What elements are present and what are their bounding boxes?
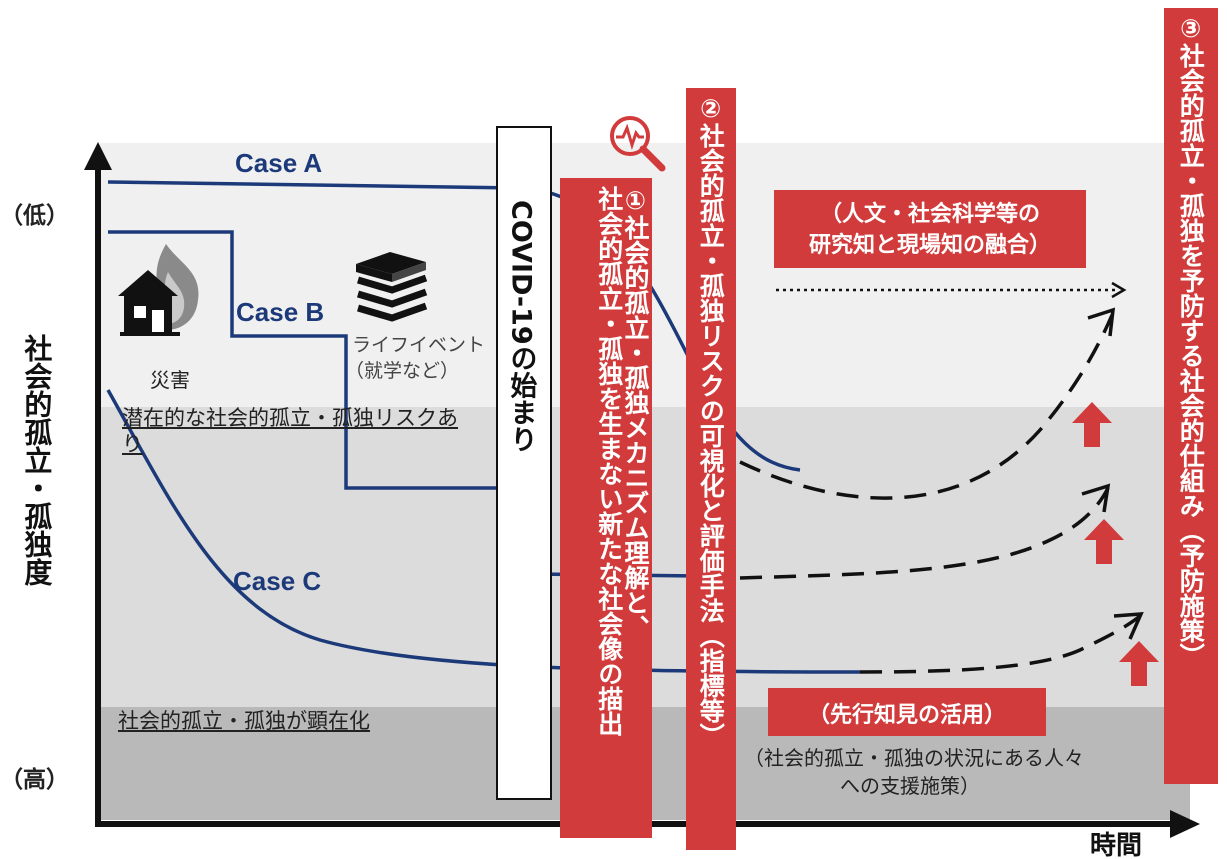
- covid-box: COVID-19の始まり: [496, 126, 552, 800]
- up-arrow-icon: [1084, 519, 1124, 564]
- projection-c: [859, 614, 1142, 674]
- support-caption-2: への支援施策）: [840, 774, 980, 798]
- life-event-label-2: （就学など）: [345, 360, 460, 382]
- disaster-label: 災害: [150, 368, 190, 392]
- prior-knowledge-box: （先行知見の活用）: [768, 688, 1046, 736]
- pillar-2: ②社会的孤立・孤独リスクの可視化と評価手法（指標等）: [686, 88, 736, 850]
- y-axis-title: 社会的孤立・孤独度: [20, 334, 54, 586]
- fusion-line-1: （人文・社会科学等の: [819, 202, 1040, 227]
- y-high-label: （高）: [0, 767, 69, 793]
- search-pulse-icon: [610, 116, 666, 172]
- fusion-dotted-head: [1111, 281, 1127, 299]
- fusion-line-2: 研究知と現場知の融合）: [808, 232, 1051, 258]
- house-fire-icon: [118, 244, 199, 336]
- up-arrow-icon: [1072, 402, 1112, 447]
- projection-a-head: [1087, 307, 1116, 337]
- projection-a: [739, 314, 1114, 500]
- pillar-1-line1: ①社会的孤立・孤独メカニズム理解と、: [621, 186, 650, 640]
- books-icon: [356, 252, 428, 322]
- y-low-label: （低）: [0, 203, 69, 229]
- case-c-label: Case C: [233, 566, 322, 596]
- pillar-1-line2: 社会的孤立・孤独を生まない新たな社会像の描出: [594, 186, 624, 736]
- case-a-label: Case A: [235, 148, 323, 178]
- support-caption-1: （社会的孤立・孤独の状況にある人々: [744, 746, 1084, 770]
- projection-c-head: [1113, 612, 1144, 640]
- case-b-label: Case B: [236, 297, 325, 327]
- projection-b: [739, 487, 1110, 580]
- case-c-line: [106, 389, 861, 674]
- x-axis-arrow: [1170, 810, 1200, 838]
- pillar-3-text: ③社会的孤立・孤独を予防する社会的仕組み（予防施策）: [1176, 14, 1206, 668]
- pillar-3: ③社会的孤立・孤独を予防する社会的仕組み（予防施策）: [1164, 8, 1218, 784]
- zone-manifest-label: 社会的孤立・孤独が顕在化: [118, 709, 370, 733]
- pillar-2-text: ②社会的孤立・孤独リスクの可視化と評価手法（指標等）: [696, 94, 726, 748]
- fusion-box: （人文・社会科学等の 研究知と現場知の融合）: [774, 190, 1086, 268]
- life-event-label-1: ライフイベント: [352, 334, 486, 356]
- up-arrow-icon: [1119, 641, 1159, 686]
- zone-potential-text: 潜在的な社会的孤立・孤独リスクあり: [122, 406, 458, 457]
- zone-potential-label: 潜在的な社会的孤立・孤独リスクあり: [122, 405, 462, 458]
- pillar-1: ①社会的孤立・孤独メカニズム理解と、 社会的孤立・孤独を生まない新たな社会像の描…: [560, 178, 652, 838]
- projection-b-head: [1081, 483, 1111, 513]
- y-axis-arrow: [84, 142, 112, 170]
- x-axis-title: 時間: [1090, 831, 1143, 859]
- pillar-1-text: ①社会的孤立・孤独メカニズム理解と、 社会的孤立・孤独を生まない新たな社会像の描…: [594, 186, 650, 736]
- covid-label: COVID-19の始まり: [505, 200, 537, 453]
